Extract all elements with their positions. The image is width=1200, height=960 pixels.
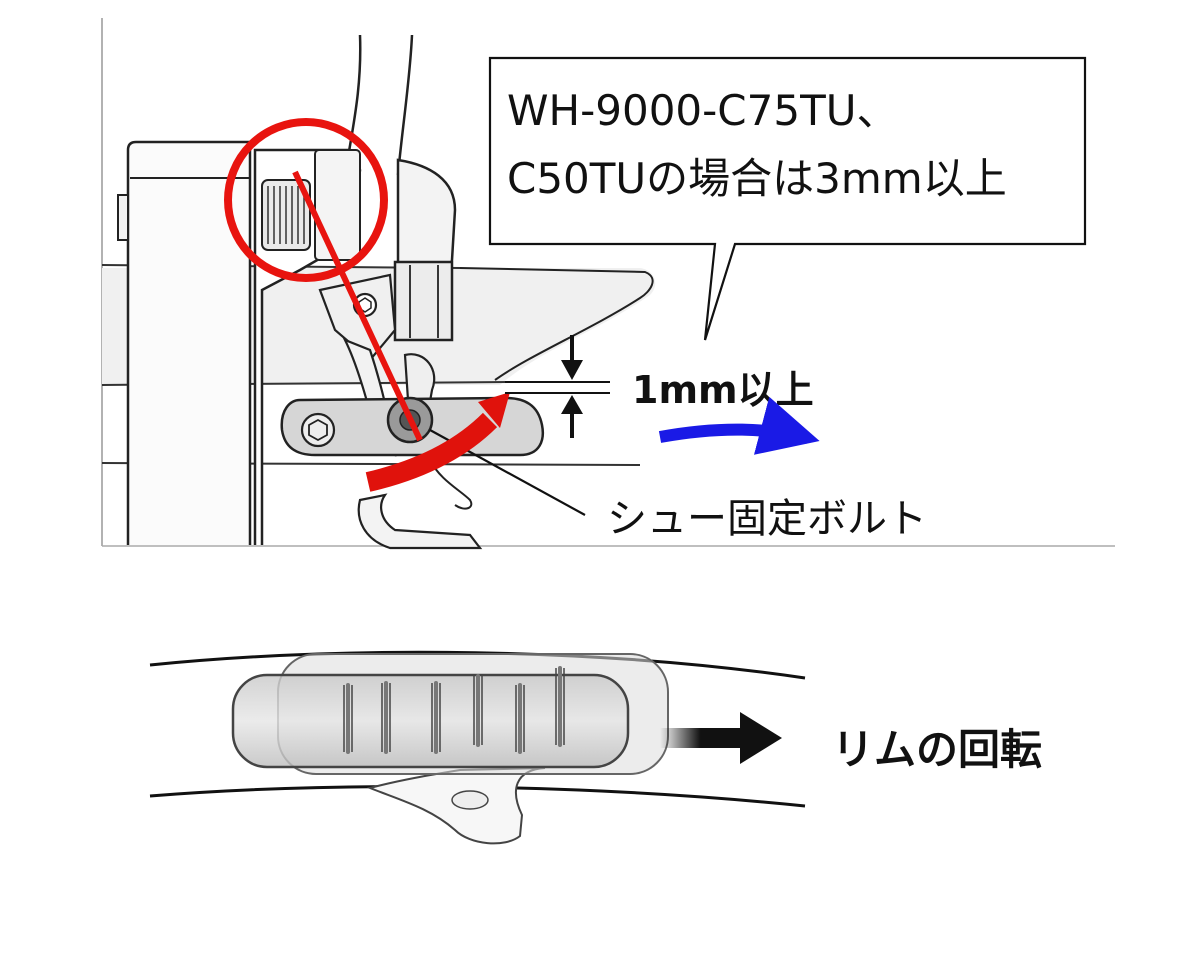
bottom-illustration: リムの回転: [149, 650, 1042, 845]
fork-tab: [117, 194, 129, 241]
callout-box: WH-9000-C75TU、 C50TUの場合は3mm以上: [488, 56, 1087, 341]
callout-line-2: C50TUの場合は3mm以上: [507, 154, 1007, 203]
shoe-fixing-bolt-head: [300, 412, 336, 448]
lower-bracket: [357, 493, 483, 550]
pad-grooves: [346, 666, 562, 754]
clearance-label: 1mm以上: [632, 368, 814, 412]
rim-rotation-label: リムの回転: [832, 725, 1042, 774]
prohibition-mark: [224, 118, 423, 442]
arm-pivot-plate: [318, 273, 397, 362]
tire-outline: [459, 267, 654, 381]
top-illustration: 1mm以上 WH-9000-C75TU、 C50TUの場合は3mm以上 シュー固…: [101, 18, 1115, 550]
fork-body: [126, 140, 252, 545]
rim-rotation-direction-arrow: [660, 712, 782, 764]
pad-groove-edges: [343, 668, 565, 752]
adjust-direction-arrow: [365, 392, 510, 492]
rim-top-curve: [149, 650, 806, 680]
clearance-dimension: [505, 335, 610, 438]
shoe-fixing-bolt-label: シュー固定ボルト: [607, 496, 927, 542]
brake-pad: [231, 673, 630, 769]
arm-block: [393, 260, 454, 342]
rim-rotation-arrow: [658, 396, 820, 455]
callout-line-1: WH-9000-C75TU、: [507, 86, 898, 135]
